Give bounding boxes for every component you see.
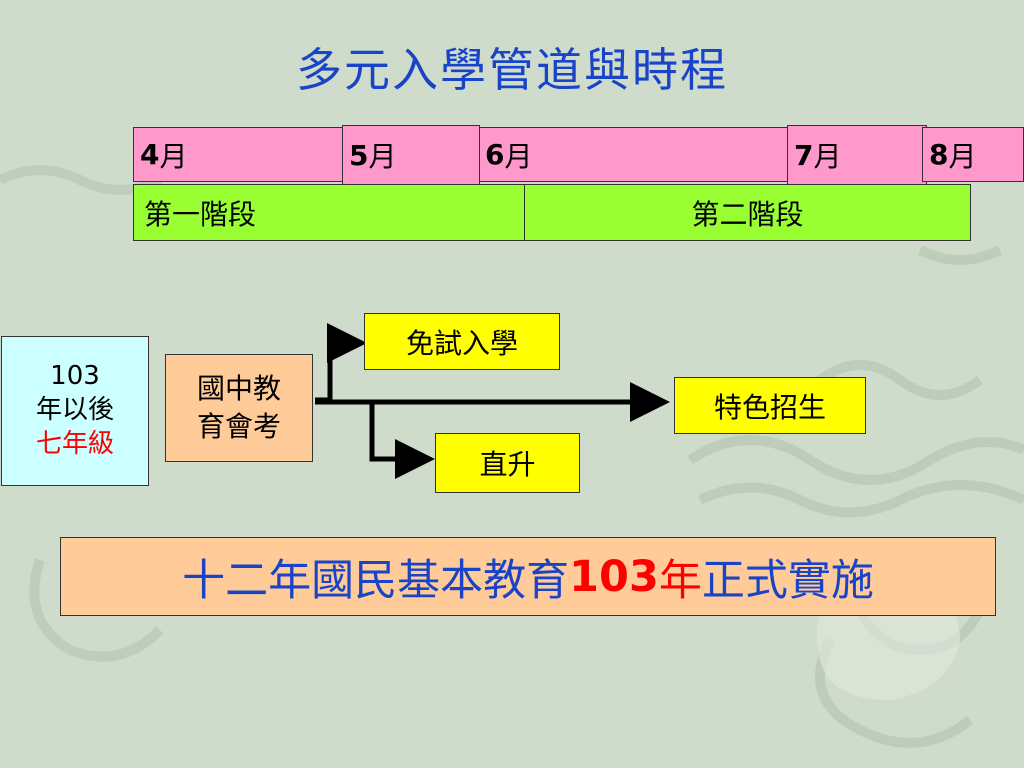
month-8-num: 8 bbox=[929, 138, 949, 171]
month-4-unit: 月 bbox=[159, 139, 188, 173]
month-6-unit: 月 bbox=[504, 139, 533, 173]
month-7-num: 7 bbox=[794, 138, 814, 172]
path-free-admission: 免試入學 bbox=[364, 313, 560, 370]
month-5-unit: 月 bbox=[368, 140, 397, 173]
student-after: 年以後 bbox=[35, 395, 114, 426]
exam-box: 國中教 育會考 bbox=[165, 354, 313, 462]
stage-one: 第一階段 bbox=[133, 184, 525, 241]
student-year: 103 bbox=[50, 361, 100, 392]
banner-part4: 正式實施 bbox=[701, 555, 874, 606]
month-7-unit: 月 bbox=[813, 140, 842, 173]
path-direct-promotion: 直升 bbox=[435, 433, 580, 493]
exam-line1: 國中教 bbox=[196, 372, 281, 406]
month-5-num: 5 bbox=[349, 138, 369, 172]
month-8-unit: 月 bbox=[948, 139, 977, 173]
month-4-num: 4 bbox=[140, 138, 160, 171]
student-box: 103 年以後 七年級 bbox=[1, 336, 149, 486]
banner-part1: 十二年國民基本教育 bbox=[182, 555, 570, 606]
path-special-recruitment: 特色招生 bbox=[674, 377, 866, 434]
arrow-to-free bbox=[315, 323, 367, 403]
student-grade: 七年級 bbox=[35, 428, 114, 459]
page-title: 多元入學管道與時程 bbox=[296, 43, 728, 97]
stage-two: 第二階段 bbox=[524, 184, 971, 241]
exam-line2: 育會考 bbox=[196, 410, 281, 443]
banner-year-unit: 年 bbox=[658, 555, 702, 606]
arrow-to-direct bbox=[330, 399, 435, 479]
month-6-num: 6 bbox=[485, 138, 505, 171]
banner-year-num: 103 bbox=[569, 551, 659, 602]
